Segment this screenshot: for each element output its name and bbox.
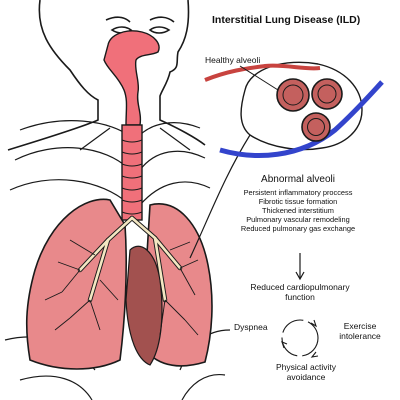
right-lung (25, 198, 127, 370)
feature-reduced-gas-exchange: Reduced pulmonary gas exchange (240, 223, 356, 233)
zoom-pointer (189, 134, 251, 259)
healthy-leader-line (239, 65, 279, 91)
bronchioles (44, 239, 199, 336)
feature-thickened-interstitium: Thickened interstitium (262, 205, 334, 215)
healthy-alveoli-label: Healthy alveoli (205, 55, 261, 65)
blue-vessel (219, 80, 384, 158)
feature-fibrosis: Fibrotic tissue formation (258, 196, 338, 206)
bronchial-tree-fill (78, 216, 182, 302)
upper-airway (103, 30, 160, 126)
flow-arrows (295, 253, 305, 281)
abnormal-alveoli-title: Abnormal alveoli (261, 174, 335, 185)
feature-vascular-remodeling: Pulmonary vascular remodeling (246, 214, 350, 224)
figure-title: Interstitial Lung Disease (ILD) (212, 14, 361, 26)
vicious-cycle (281, 319, 319, 358)
heart-shadow (125, 245, 163, 366)
trachea (121, 124, 143, 221)
abnormal-alveoli-box: Abnormal alveoli Persistent inflammatory… (232, 174, 364, 233)
cycle-exercise-intolerance: Exercise intolerance (339, 321, 381, 341)
human-outline (7, 0, 206, 151)
healthy-alveoli (276, 78, 343, 142)
cycle-activity-avoidance: Physical activity avoidance (276, 362, 336, 382)
feature-inflammation: Persistent inflammatory proccess (243, 187, 353, 197)
red-vessel (204, 63, 321, 82)
reduced-cardiopulmonary-function: Reduced cardiopulmonary function (250, 282, 350, 302)
trachea-rings (121, 139, 143, 215)
cycle-dyspnea: Dyspnea (234, 322, 268, 332)
